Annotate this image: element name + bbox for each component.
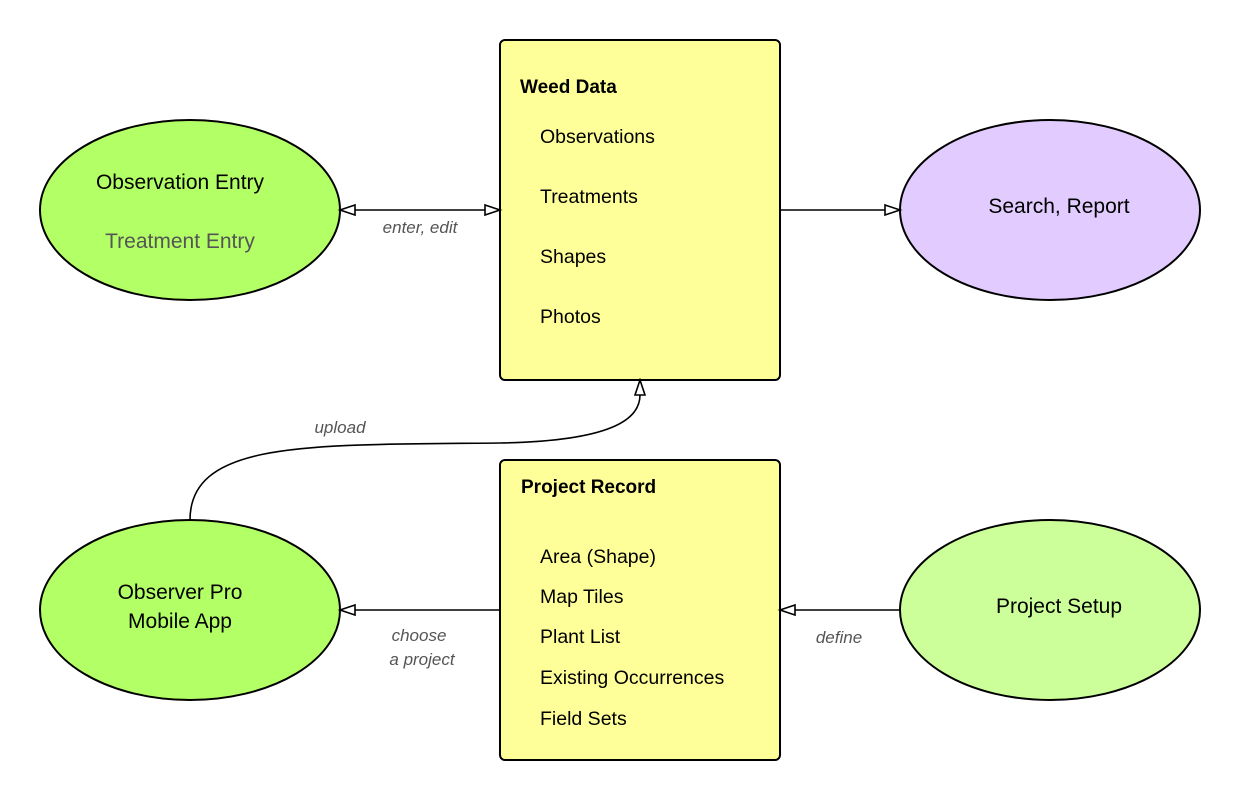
observation-entry-node: Observation Entry Treatment Entry [39,119,341,301]
observer-pro-label-line1: Observer Pro [118,581,243,604]
project-record-box: Project Record Area (Shape) Map Tiles Pl… [499,459,781,761]
weed-data-item: Shapes [540,246,606,268]
arrowhead-left-icon [337,203,356,217]
weed-data-title: Weed Data [520,77,617,98]
arrowhead-left-icon [337,603,356,617]
arrowhead-left-icon [777,603,796,617]
edge-enter-edit: enter, edit [337,203,503,237]
enter-edit-label: enter, edit [383,218,459,237]
project-record-title: Project Record [521,477,656,498]
weed-data-item: Photos [540,306,601,328]
arrowhead-right-icon [884,203,903,217]
project-setup-node: Project Setup [899,519,1201,701]
define-label: define [816,628,862,647]
project-record-item: Field Sets [540,708,627,730]
project-record-item: Existing Occurrences [540,667,724,689]
project-record-item: Plant List [540,626,621,648]
observation-entry-label: Observation Entry [96,171,265,194]
treatment-entry-label: Treatment Entry [105,230,255,253]
arrowhead-right-icon [484,203,503,217]
edge-curve [189,394,641,521]
choose-label-line2: a project [389,650,455,669]
edge-define: define [777,603,900,647]
observer-pro-label-line2: Mobile App [128,610,232,633]
weed-data-item: Observations [540,126,655,148]
weed-data-box: Weed Data Observations Treatments Shapes… [499,39,781,381]
edge-upload: upload [189,377,647,521]
observer-pro-node: Observer Pro Mobile App [39,519,341,701]
weed-data-item: Treatments [540,186,638,208]
search-report-label: Search, Report [988,195,1129,218]
edge-to-search-report [780,203,903,217]
choose-label-line1: choose [392,626,447,645]
edge-choose-project: choose a project [337,603,500,669]
search-report-node: Search, Report [899,119,1201,301]
upload-label: upload [314,418,366,437]
observation-entry-ellipse [39,119,341,301]
project-record-item: Map Tiles [540,586,624,608]
arrowhead-up-icon [633,377,647,396]
project-setup-label: Project Setup [996,595,1122,618]
project-record-item: Area (Shape) [540,546,656,568]
